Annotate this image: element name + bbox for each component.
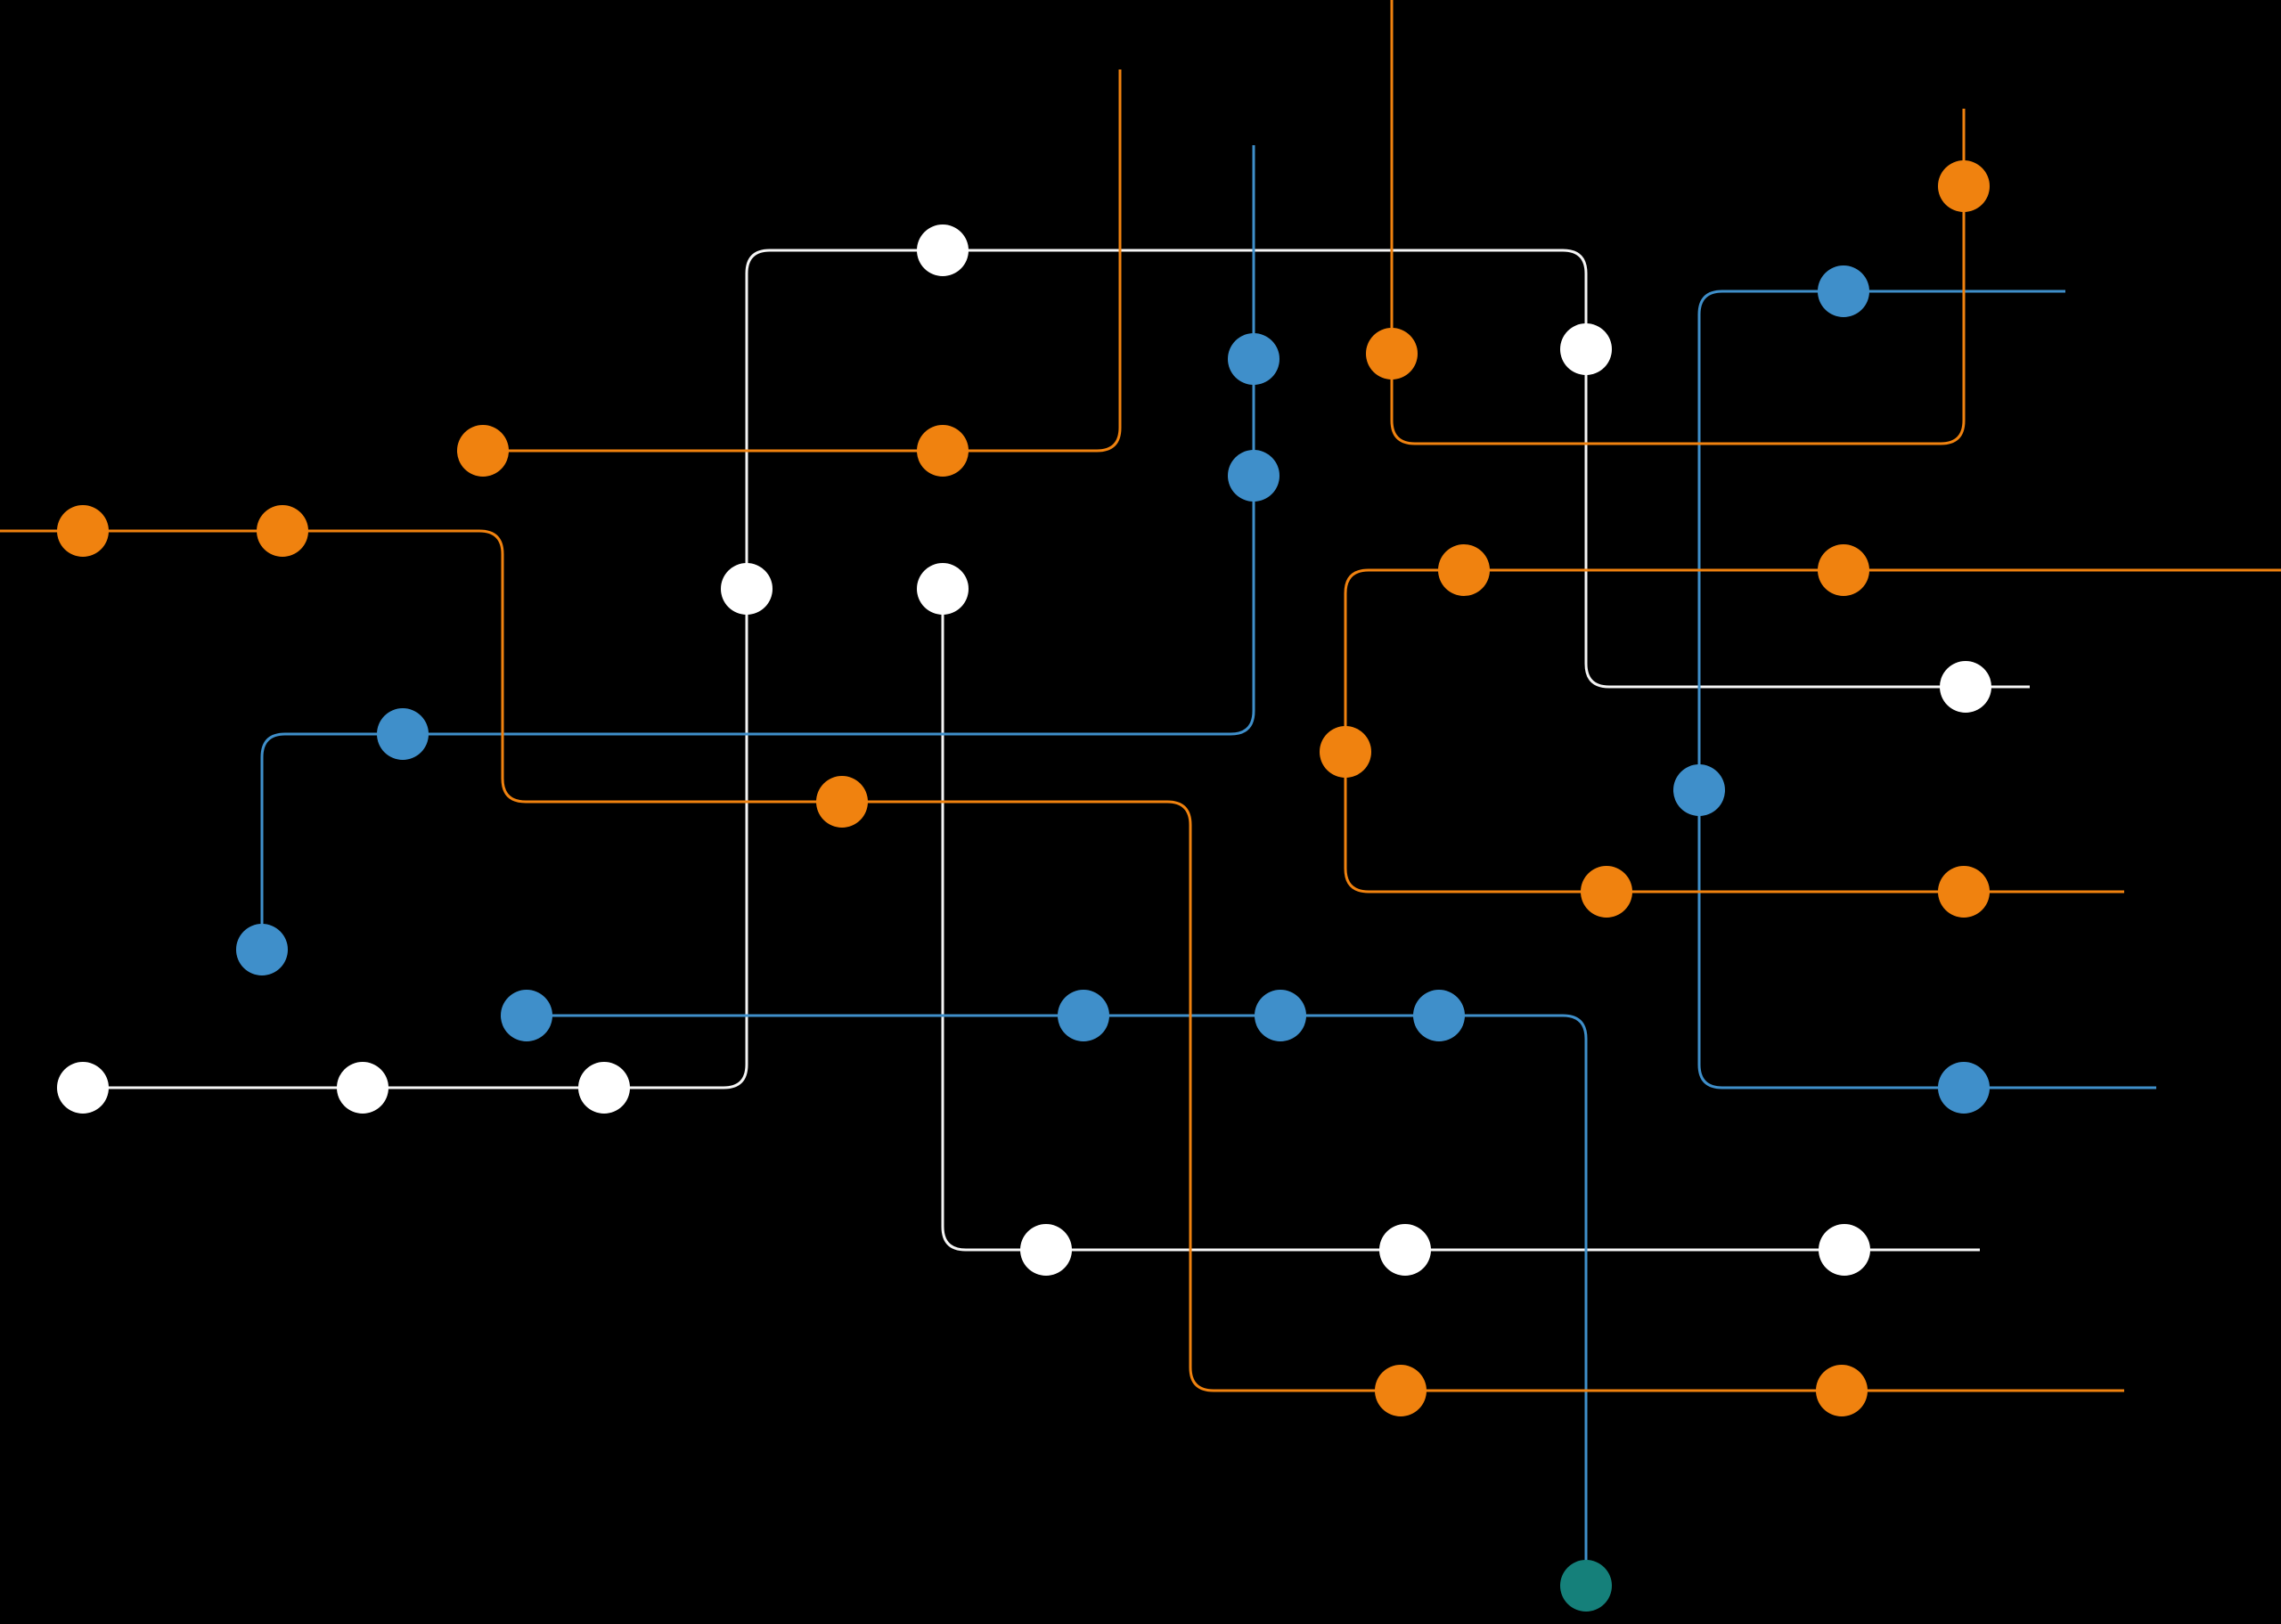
metro-line-blue-3: [1697, 290, 2156, 1089]
station-node-orange: [57, 505, 109, 557]
metro-line-orange-4: [1344, 568, 2281, 894]
metro-line-white-1: [83, 249, 2030, 1089]
station-node-blue: [1673, 764, 1725, 816]
station-node-white: [1560, 323, 1612, 375]
station-node-orange: [816, 776, 868, 828]
station-node-white: [1379, 1224, 1431, 1276]
station-node-white: [57, 1062, 109, 1114]
station-node-white: [578, 1062, 630, 1114]
station-node-orange: [1938, 866, 1990, 918]
station-node-white: [917, 563, 969, 615]
station-node-white: [337, 1062, 388, 1114]
station-node-orange: [917, 425, 969, 477]
station-node-orange: [1938, 160, 1990, 212]
station-node-white: [1020, 1224, 1072, 1276]
station-node-orange: [1581, 866, 1632, 918]
station-node-blue: [1228, 450, 1279, 502]
station-node-blue: [1255, 990, 1306, 1041]
station-node-orange: [1818, 544, 1869, 596]
station-node-orange: [1366, 328, 1418, 379]
station-node-white: [917, 224, 969, 276]
station-node-blue: [236, 924, 288, 975]
station-node-white: [721, 563, 773, 615]
station-node-orange: [257, 505, 308, 557]
metro-line-orange-3: [1390, 0, 1966, 445]
metro-line-white-2: [941, 589, 1980, 1252]
station-node-teal: [1560, 1560, 1612, 1612]
station-node-orange: [1320, 726, 1371, 778]
station-node-blue: [1058, 990, 1109, 1041]
station-node-blue: [1413, 990, 1465, 1041]
metro-line-blue-1: [527, 1014, 1588, 1586]
station-node-orange: [1438, 544, 1490, 596]
station-node-orange: [1375, 1365, 1427, 1416]
station-node-blue: [1938, 1062, 1990, 1114]
station-node-blue: [501, 990, 552, 1041]
station-node-orange: [457, 425, 509, 477]
station-node-blue: [1818, 265, 1869, 317]
station-node-blue: [377, 708, 429, 760]
metro-line-blue-2: [260, 145, 1255, 950]
metro-line-orange-1: [483, 69, 1122, 453]
station-node-blue: [1228, 333, 1279, 385]
station-node-white: [1819, 1224, 1870, 1276]
station-node-orange: [1816, 1365, 1868, 1416]
station-node-white: [1940, 661, 1991, 713]
